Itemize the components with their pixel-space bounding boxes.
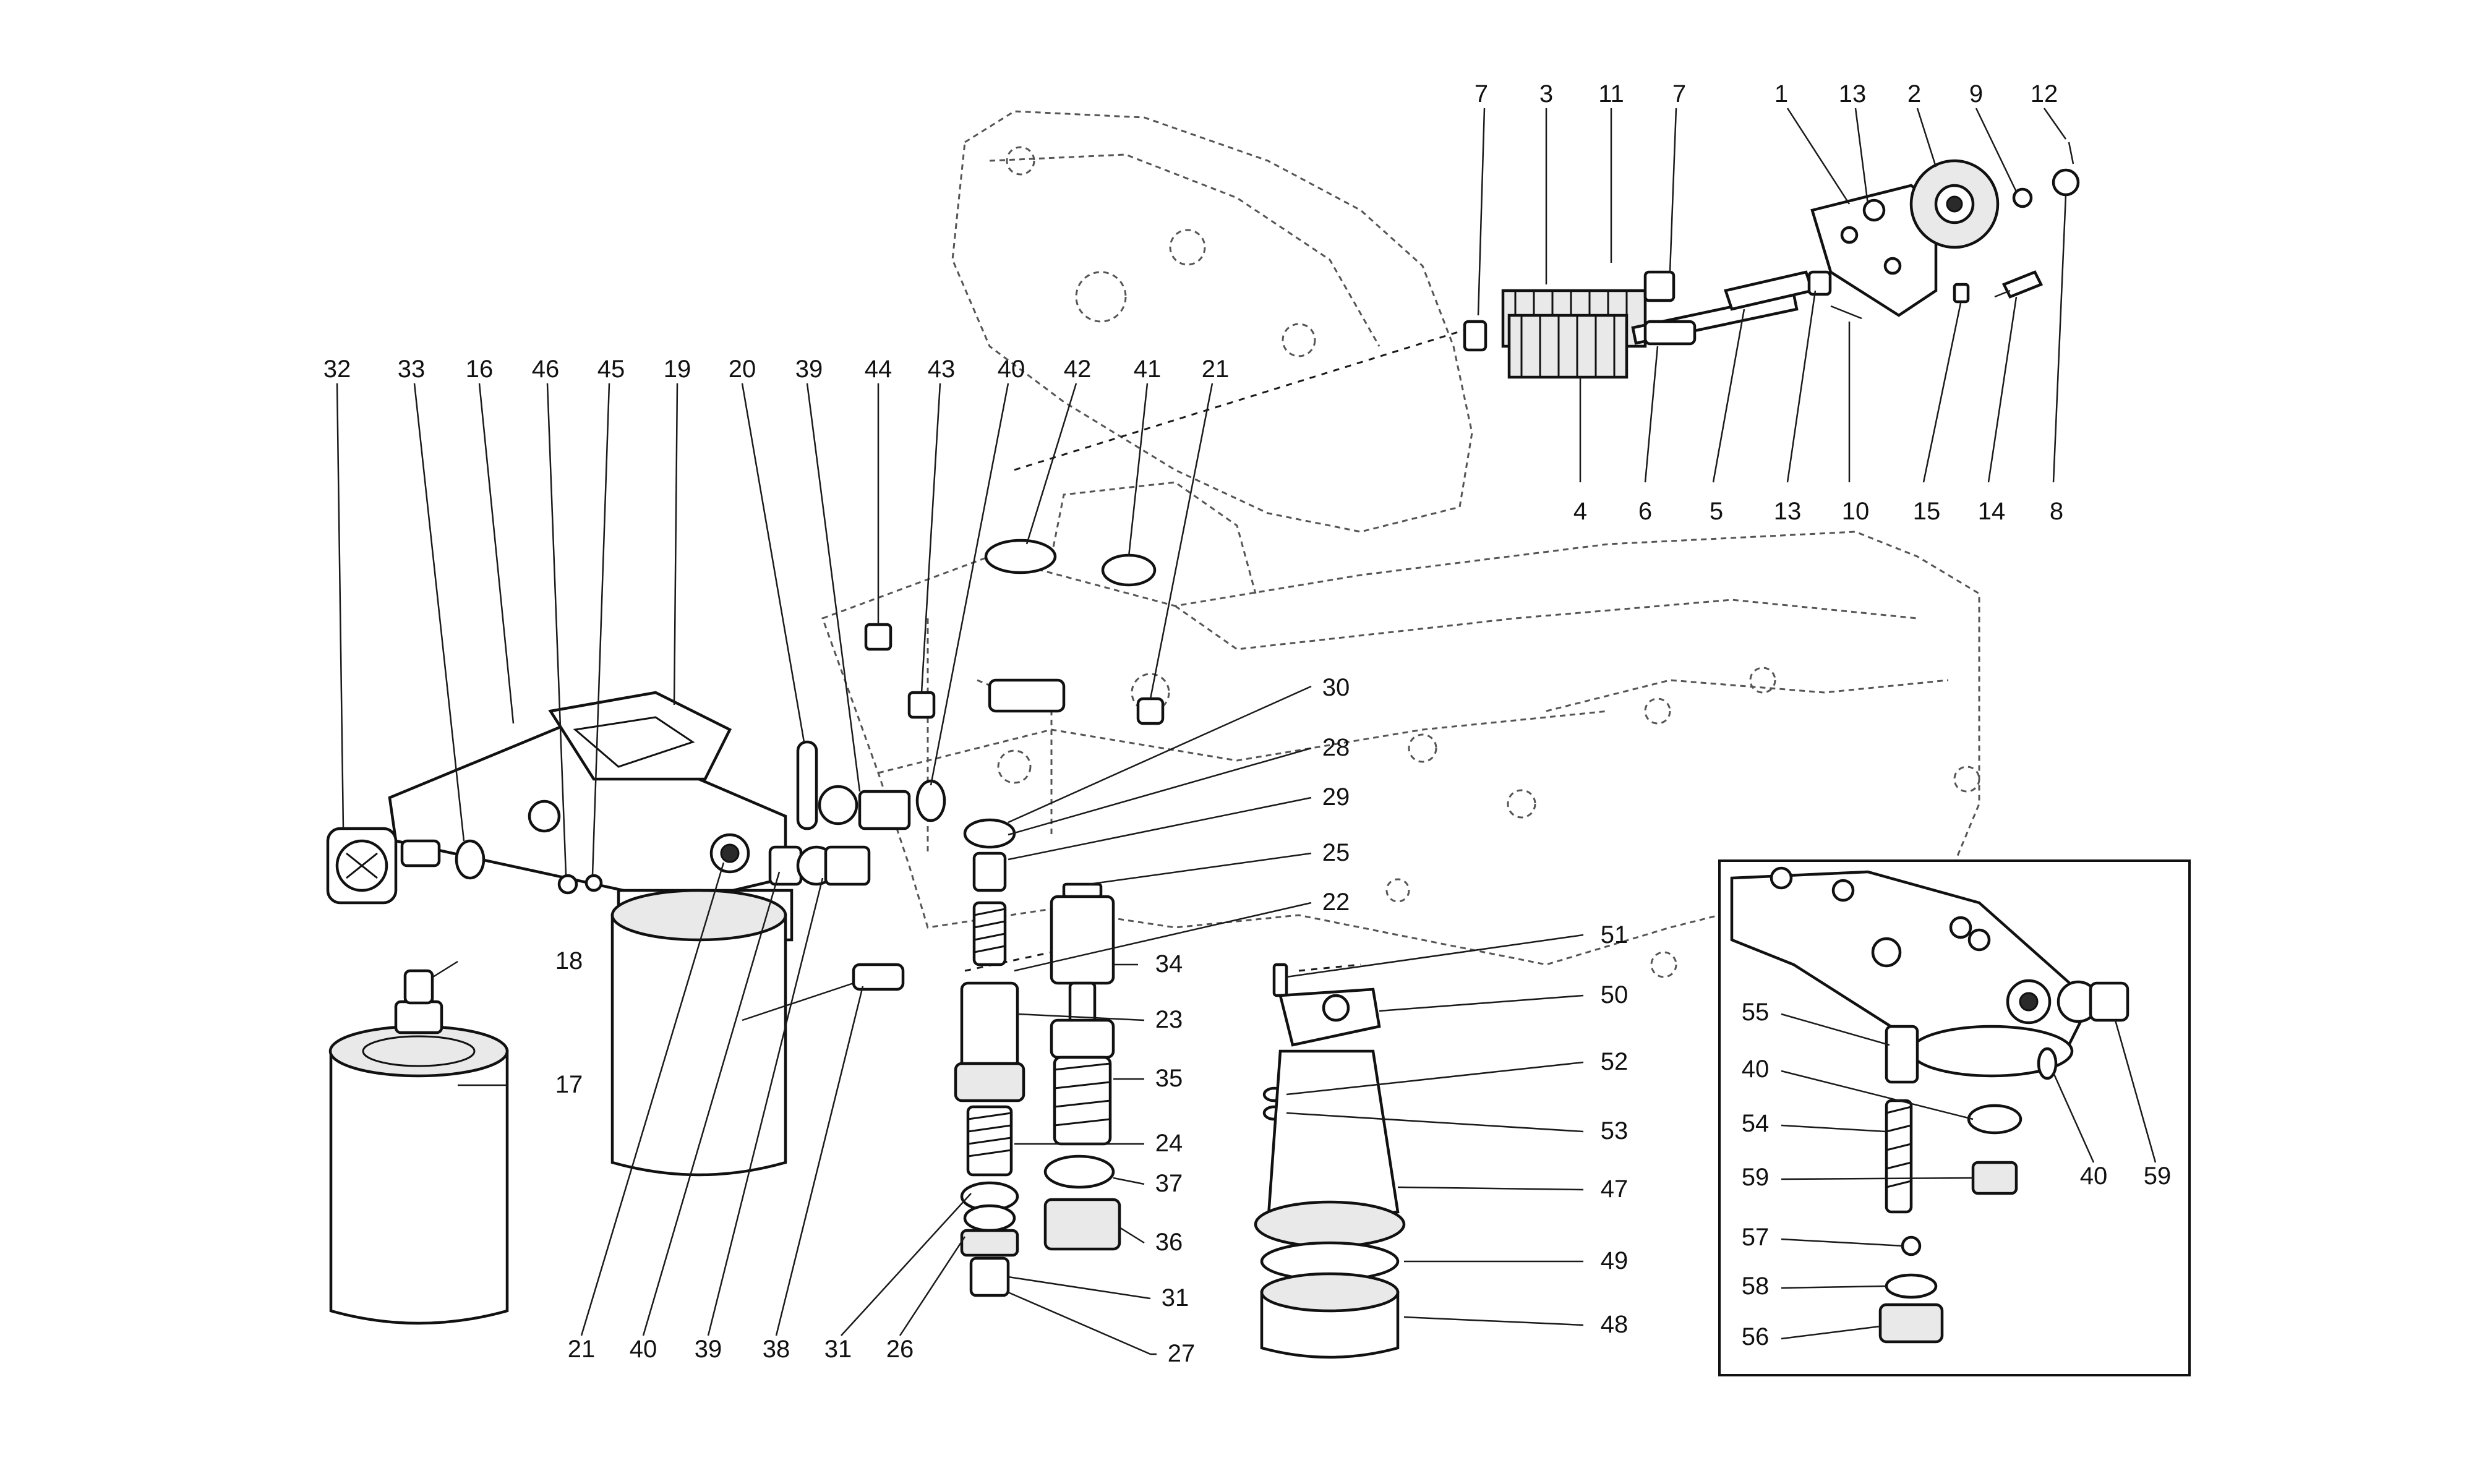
- callout-2: 2: [1907, 80, 1921, 108]
- callout-55: 55: [1742, 999, 1770, 1026]
- callout-5: 5: [1710, 498, 1723, 525]
- callout-26: 26: [886, 1336, 914, 1363]
- callout-37: 37: [1155, 1170, 1183, 1197]
- callout-13b: 13: [1774, 498, 1802, 525]
- callout-10: 10: [1842, 498, 1870, 525]
- callout-8: 8: [2050, 498, 2063, 525]
- inset-detail-box: [1718, 859, 2191, 1376]
- alignment-lines: [964, 326, 1473, 972]
- callout-21b: 21: [568, 1336, 596, 1363]
- callout-40c: 40: [1742, 1055, 1770, 1083]
- callout-22: 22: [1322, 889, 1350, 916]
- relief-valve-assembly: [954, 818, 1121, 1297]
- callout-39b: 39: [695, 1336, 722, 1363]
- callout-27: 27: [1168, 1340, 1196, 1367]
- callout-39: 39: [795, 356, 823, 383]
- callout-46: 46: [532, 356, 560, 383]
- callout-36: 36: [1155, 1229, 1183, 1256]
- callout-40: 40: [998, 356, 1025, 383]
- callout-38: 38: [763, 1336, 790, 1363]
- callout-9: 9: [1969, 80, 1983, 108]
- callout-45: 45: [597, 356, 625, 383]
- callout-labels: 7 3 11 7 1 13 2 9 12 4 6 5 13 10 15 14 8…: [323, 80, 2172, 1367]
- callout-24: 24: [1155, 1130, 1183, 1157]
- callout-47: 47: [1601, 1175, 1629, 1203]
- callout-58: 58: [1742, 1273, 1770, 1300]
- drive-gear-4: [1507, 313, 1629, 379]
- callout-23: 23: [1155, 1006, 1183, 1033]
- callout-1: 1: [1774, 80, 1788, 108]
- callout-12: 12: [2031, 80, 2058, 108]
- oil-filter-cartridge-17: [328, 969, 509, 1325]
- callout-32: 32: [323, 356, 351, 383]
- callout-34: 34: [1155, 950, 1183, 978]
- callout-40b: 40: [630, 1336, 657, 1363]
- callout-59: 59: [1742, 1164, 1770, 1191]
- callout-16: 16: [466, 356, 494, 383]
- callout-57: 57: [1742, 1224, 1770, 1251]
- callout-11: 11: [1598, 80, 1624, 108]
- callout-35: 35: [1155, 1065, 1183, 1092]
- callout-30: 30: [1322, 674, 1350, 701]
- callout-28: 28: [1322, 734, 1350, 761]
- callout-52: 52: [1601, 1048, 1629, 1075]
- callout-42: 42: [1064, 356, 1092, 383]
- callout-51: 51: [1601, 921, 1629, 949]
- callout-20: 20: [729, 356, 756, 383]
- callout-7: 7: [1475, 80, 1488, 108]
- callout-7b: 7: [1672, 80, 1686, 108]
- callout-18: 18: [555, 947, 583, 974]
- callout-48: 48: [1601, 1311, 1629, 1338]
- callout-40d: 40: [2080, 1162, 2108, 1190]
- pump-gear-2: [1909, 159, 2000, 249]
- callout-53: 53: [1601, 1117, 1629, 1145]
- engine-casing-outline: [821, 110, 1980, 978]
- callout-44: 44: [865, 356, 892, 383]
- callout-54: 54: [1742, 1110, 1770, 1137]
- callout-3: 3: [1539, 80, 1553, 108]
- callout-49: 49: [1601, 1247, 1629, 1274]
- callout-15: 15: [1913, 498, 1941, 525]
- callout-14: 14: [1978, 498, 2006, 525]
- callout-56: 56: [1742, 1323, 1770, 1350]
- leader-lines: [336, 108, 2157, 1355]
- callout-33: 33: [398, 356, 426, 383]
- callout-29: 29: [1322, 783, 1350, 811]
- callout-31b: 31: [824, 1336, 852, 1363]
- callout-41: 41: [1134, 356, 1162, 383]
- oil-strainer-assembly: [1254, 963, 1406, 1359]
- callout-43: 43: [928, 356, 956, 383]
- callout-25: 25: [1322, 839, 1350, 866]
- callout-31: 31: [1162, 1284, 1189, 1311]
- callout-59b: 59: [2144, 1162, 2172, 1190]
- callout-6: 6: [1638, 498, 1652, 525]
- callout-50: 50: [1601, 981, 1629, 1009]
- callout-21: 21: [1202, 356, 1230, 383]
- pump-gear-assembly: [1463, 142, 2080, 379]
- callout-19: 19: [664, 356, 691, 383]
- oil-filter-cartridge-mounted: [610, 889, 787, 1177]
- callout-13: 13: [1839, 80, 1867, 108]
- callout-4: 4: [1573, 498, 1587, 525]
- callout-17: 17: [555, 1071, 583, 1098]
